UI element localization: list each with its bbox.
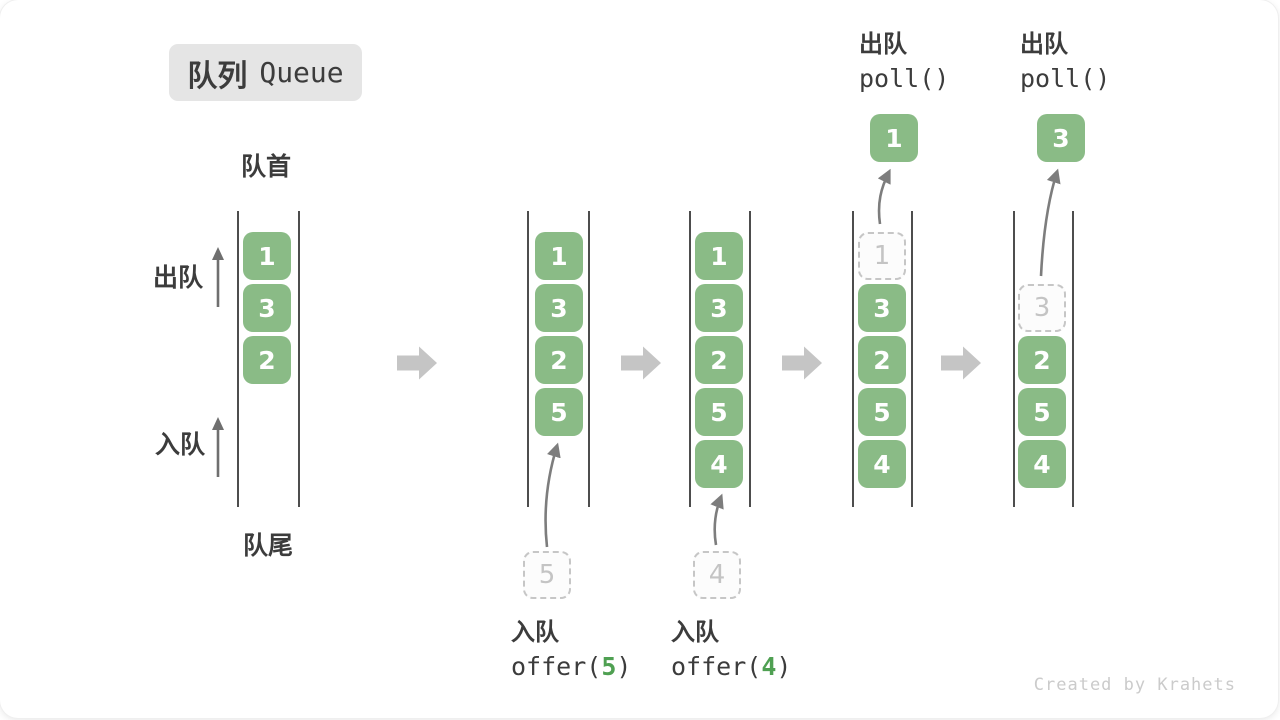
queue-item: 5: [858, 388, 906, 436]
step-arrow-4-icon: [941, 346, 981, 380]
code-arg: 4: [761, 652, 777, 681]
title-badge: 队列 Queue: [169, 44, 362, 101]
queue-wall-right: [911, 211, 913, 507]
queue-rear-label: 队尾: [243, 532, 294, 560]
enqueue-5-code: offer(5): [511, 654, 631, 679]
title-en: Queue: [259, 56, 344, 89]
queue-item: 2: [858, 336, 906, 384]
enqueue-side-label: 入队: [155, 431, 206, 459]
step-arrow-2-icon: [621, 346, 661, 380]
queue-item: 5: [695, 388, 743, 436]
queue-item: 1: [695, 232, 743, 280]
queue-wall-left: [689, 211, 691, 507]
enqueue-5-arrow-icon: [544, 442, 561, 548]
queue-item: 3: [695, 284, 743, 332]
step-arrow-3-icon: [782, 346, 822, 380]
dequeue-up-arrow-icon: [212, 247, 224, 307]
dequeue-side-label: 出队: [153, 264, 204, 292]
code-arg: 5: [601, 652, 617, 681]
poll-3-code: poll(): [1020, 64, 1111, 93]
code-close: ): [776, 652, 792, 681]
queue-item: 2: [535, 336, 583, 384]
queue-wall-right: [588, 211, 590, 507]
poll-1-code: poll(): [859, 64, 950, 93]
poll-3-operation: 出队 poll(): [1020, 31, 1111, 93]
poll-3-label: 出队: [1020, 31, 1068, 58]
watermark: Created by Krahets: [1033, 675, 1236, 695]
queue-wall-right: [749, 211, 751, 507]
popped-item-3: 3: [1037, 114, 1085, 162]
poll-1-label: 出队: [859, 31, 907, 58]
queue-item: 2: [1018, 336, 1066, 384]
removed-item-1: 1: [858, 232, 906, 280]
removed-item-3: 3: [1018, 284, 1066, 332]
queue-wall-left: [1013, 211, 1015, 507]
queue-item: 5: [535, 388, 583, 436]
enqueue-5-label: 入队: [511, 619, 559, 646]
queue-item: 3: [858, 284, 906, 332]
queue-wall-right: [1072, 211, 1074, 507]
queue-item: 1: [243, 232, 291, 280]
queue-item: 2: [695, 336, 743, 384]
queue-item: 3: [243, 284, 291, 332]
enqueue-4-arrow-icon: [710, 493, 724, 546]
queue-front-label: 队首: [241, 153, 292, 181]
poll-1-operation: 出队 poll(): [859, 31, 950, 93]
poll-3-arrow-icon: [1039, 168, 1061, 277]
queue-item: 4: [695, 440, 743, 488]
queue-wall-right: [298, 211, 300, 507]
enqueue-5-operation: 入队 offer(5): [511, 619, 631, 680]
step-arrow-1-icon: [397, 346, 437, 380]
queue-wall-left: [852, 211, 854, 507]
queue-item: 1: [535, 232, 583, 280]
incoming-item-5: 5: [523, 551, 571, 599]
code-fn: offer(: [671, 652, 762, 681]
queue-item: 5: [1018, 388, 1066, 436]
queue-item: 4: [1018, 440, 1066, 488]
queue-item: 4: [858, 440, 906, 488]
enqueue-up-arrow-icon: [212, 417, 224, 477]
incoming-item-4: 4: [693, 551, 741, 599]
queue-item: 2: [243, 336, 291, 384]
code-close: ): [616, 652, 632, 681]
queue-wall-left: [237, 211, 239, 507]
queue-item: 3: [535, 284, 583, 332]
enqueue-4-label: 入队: [671, 619, 719, 646]
queue-wall-left: [527, 211, 529, 507]
popped-item-1: 1: [870, 114, 918, 162]
code-fn: offer(: [511, 652, 602, 681]
title-zh: 队列: [187, 59, 248, 93]
poll-1-arrow-icon: [877, 168, 891, 225]
enqueue-4-code: offer(4): [671, 654, 791, 679]
enqueue-4-operation: 入队 offer(4): [671, 619, 791, 680]
